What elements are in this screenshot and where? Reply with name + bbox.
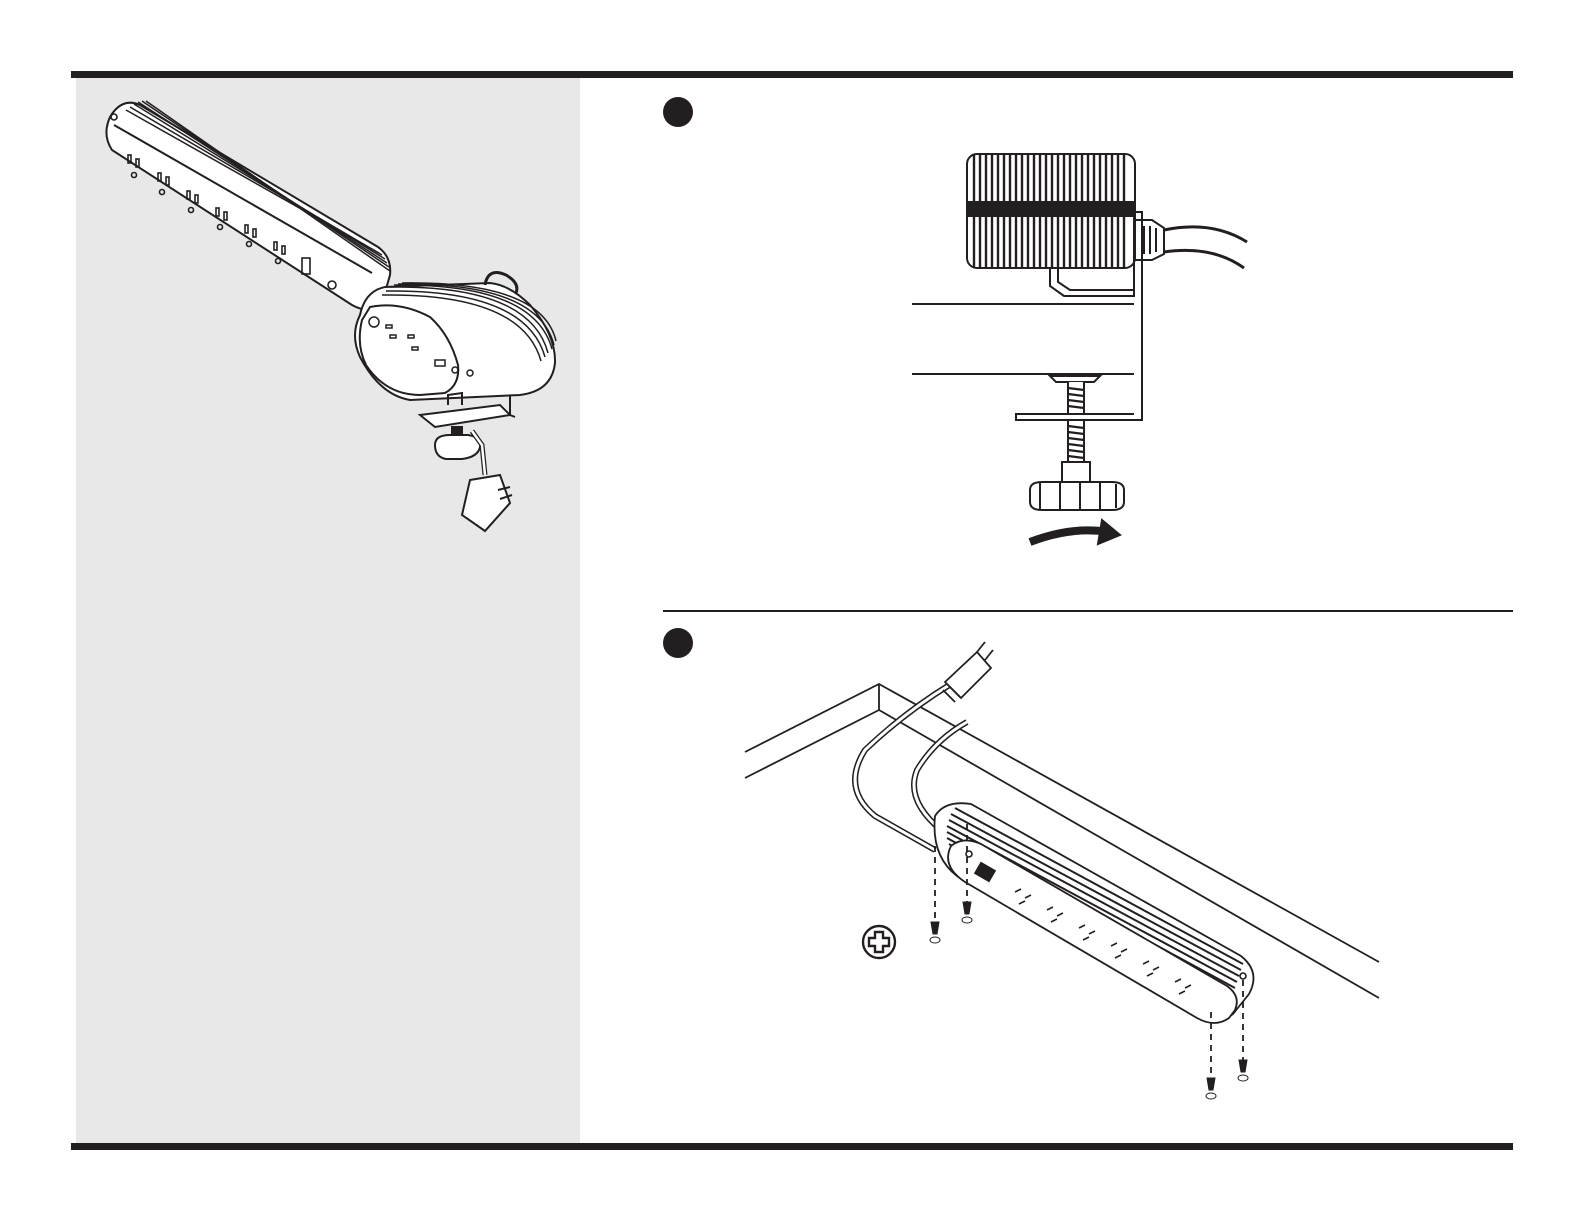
top-rule bbox=[71, 71, 1513, 78]
screw-mount-under-desk-illustration bbox=[745, 640, 1395, 1120]
step-2-badge bbox=[663, 628, 693, 658]
step-divider bbox=[663, 610, 1513, 612]
bottom-rule bbox=[71, 1143, 1513, 1150]
phillips-screwdriver-icon bbox=[861, 924, 897, 960]
power-strip-clamp-assembly-illustration bbox=[90, 95, 570, 555]
step-1-badge bbox=[663, 97, 693, 127]
clamp-tighten-knob-illustration bbox=[912, 150, 1272, 560]
